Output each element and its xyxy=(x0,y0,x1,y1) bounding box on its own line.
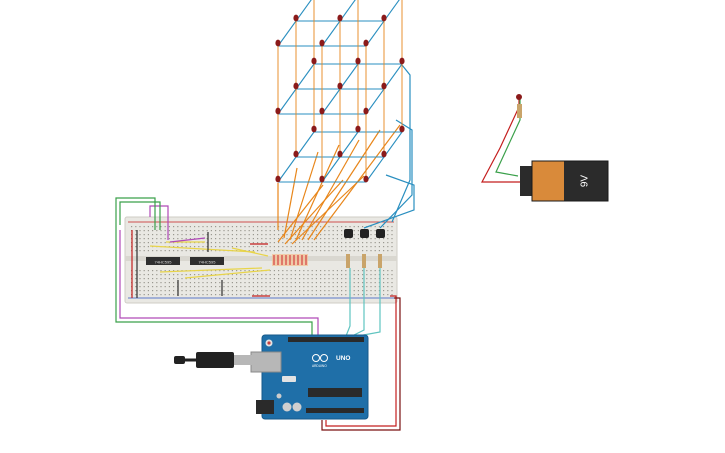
battery-circuit[interactable] xyxy=(481,94,530,183)
resistor-bank-lines xyxy=(273,255,307,265)
arduino-logo-icon xyxy=(312,354,328,362)
shift-register-chip-right[interactable]: 74HC595 xyxy=(190,257,224,265)
led-icon[interactable] xyxy=(399,125,405,133)
led-icon[interactable] xyxy=(381,150,387,158)
led-icon[interactable] xyxy=(363,107,369,115)
led-icon[interactable] xyxy=(319,39,325,47)
chip-left-label: 74HC595 xyxy=(155,260,173,265)
arduino-uno-board[interactable]: UNO ARDUINO xyxy=(250,334,369,420)
arduino-brand-label: ARDUINO xyxy=(312,364,327,368)
led-icon[interactable] xyxy=(337,82,343,90)
led-icon[interactable] xyxy=(319,175,325,183)
battery-label: 9V xyxy=(580,175,591,188)
transistor-3[interactable] xyxy=(376,229,385,238)
led-icon[interactable] xyxy=(293,14,299,22)
led-icon[interactable] xyxy=(311,57,317,65)
led-icon[interactable] xyxy=(516,94,522,100)
led-cube-leds xyxy=(275,14,405,183)
led-icon[interactable] xyxy=(399,57,405,65)
transistor-1[interactable] xyxy=(344,229,353,238)
led-cube[interactable] xyxy=(275,0,405,183)
led-icon[interactable] xyxy=(355,125,361,133)
led-icon[interactable] xyxy=(355,57,361,65)
led-icon[interactable] xyxy=(293,82,299,90)
led-icon[interactable] xyxy=(381,14,387,22)
led-icon[interactable] xyxy=(275,107,281,115)
led-icon[interactable] xyxy=(363,39,369,47)
led-icon[interactable] xyxy=(319,107,325,115)
battery-9v[interactable]: 9V xyxy=(520,160,609,202)
led-icon[interactable] xyxy=(293,150,299,158)
led-icon[interactable] xyxy=(381,82,387,90)
arduino-uno-label: UNO xyxy=(336,355,350,362)
led-icon[interactable] xyxy=(337,14,343,22)
layer-resistors[interactable] xyxy=(346,254,382,268)
led-icon[interactable] xyxy=(363,175,369,183)
led-icon[interactable] xyxy=(275,39,281,47)
battery-resistor[interactable] xyxy=(517,104,522,118)
chip-right-label: 74HC595 xyxy=(199,260,217,265)
led-icon[interactable] xyxy=(275,175,281,183)
usb-cable-icon[interactable] xyxy=(174,352,252,368)
led-icon[interactable] xyxy=(311,125,317,133)
transistor-2[interactable] xyxy=(360,229,369,238)
shift-register-chip-left[interactable]: 74HC595 xyxy=(146,257,180,265)
led-icon[interactable] xyxy=(337,150,343,158)
resistor-bank[interactable] xyxy=(272,254,308,266)
breadboard-holes xyxy=(131,226,393,296)
